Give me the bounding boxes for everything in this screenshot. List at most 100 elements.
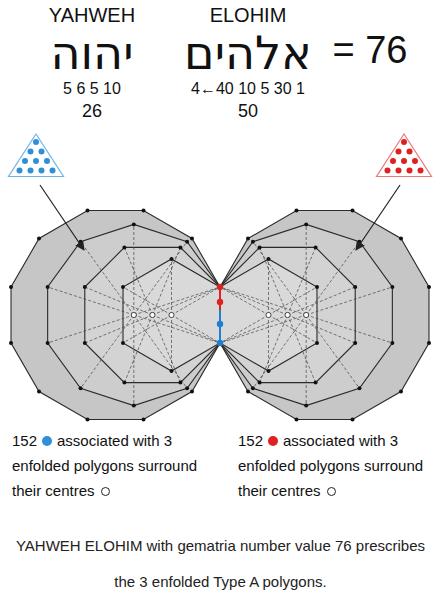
polygon [48, 224, 220, 405]
pointer-arrow [40, 185, 84, 250]
edge-dot [217, 321, 223, 327]
radius-line [152, 247, 180, 315]
letter-values: 4←40 10 5 30 1 [191, 80, 305, 98]
count-number: 152 [12, 432, 37, 449]
vertex-dot [357, 386, 361, 390]
vertex-dot [266, 257, 270, 261]
letter-values: 5 6 5 10 [63, 80, 121, 98]
polygon [85, 247, 220, 382]
radius-line [123, 315, 171, 343]
centre-dot [169, 312, 174, 317]
vertex-dot [46, 285, 50, 289]
radius-line [152, 315, 220, 343]
vertex-dot [399, 389, 403, 393]
radius-line [288, 287, 356, 315]
vertex-dot [142, 417, 146, 421]
vertex-dot [83, 341, 87, 345]
polygon [220, 247, 355, 382]
radius-line [268, 315, 316, 343]
edge-dot [217, 284, 223, 290]
centre-dot [285, 312, 290, 317]
vertex-dot [251, 386, 255, 390]
centre-dot [150, 312, 155, 317]
vertex-dot [246, 389, 250, 393]
enfolded-polygons [9, 209, 222, 422]
vertex-dot [170, 369, 174, 373]
vertex-dot [353, 341, 357, 345]
vertex-dot [185, 386, 189, 390]
note-text: associated with 3 enfolded polygons surr… [12, 432, 197, 499]
note-block: 152associated with 3 enfolded polygons s… [238, 428, 436, 503]
edge-dot [217, 340, 223, 346]
vertex-dot [304, 404, 308, 408]
vertex-dot [170, 257, 174, 261]
vertex-dot [178, 245, 182, 249]
radius-line [220, 315, 288, 343]
word-value: 50 [238, 102, 258, 122]
radius-line [306, 287, 392, 315]
vertex-dot [46, 341, 50, 345]
vertex-dot [9, 285, 13, 289]
radius-line [306, 242, 359, 315]
radius-line [260, 247, 288, 315]
vertex-dot [190, 237, 194, 241]
vertex-dot [37, 389, 41, 393]
radius-line [306, 224, 307, 315]
radius-line [253, 315, 306, 388]
vertex-dot [350, 417, 354, 421]
radius-line [172, 315, 220, 343]
vertex-dot [266, 369, 270, 373]
gematria-total: = 76 [332, 30, 407, 72]
tetractys [377, 134, 432, 177]
centre-dot [304, 312, 309, 317]
radius-line [220, 287, 268, 315]
vertex-dot [258, 245, 262, 249]
word-heading: ELOHIM [210, 4, 287, 26]
vertex-dot [190, 389, 194, 393]
word-value: 26 [82, 102, 102, 122]
radius-line [48, 315, 134, 343]
vertex-dot [294, 417, 298, 421]
vertex-dot [294, 209, 298, 213]
vertex-dot [427, 285, 431, 289]
caption: YAHWEH ELOHIM with gematria number value… [10, 528, 431, 600]
vertex-dot [86, 417, 90, 421]
hebrew-word: אלהים [184, 28, 312, 79]
vertex-dot [258, 381, 262, 385]
vertex-dot [315, 341, 319, 345]
radius-line [171, 259, 172, 315]
radius-line [171, 315, 172, 371]
centre-dot [131, 312, 136, 317]
red-edge [219, 287, 221, 310]
radius-line [268, 287, 316, 315]
radius-line [85, 287, 153, 315]
vertex-dot [178, 381, 182, 385]
vertex-dot [9, 341, 13, 345]
radius-line [124, 315, 152, 383]
polygon [220, 224, 392, 405]
radius-line [268, 259, 269, 315]
enfolded-polygons [218, 209, 431, 422]
polygon [123, 259, 220, 371]
radius-line [133, 315, 134, 406]
vertex-dot [390, 285, 394, 289]
vertex-dot [315, 285, 319, 289]
vertex-dot [121, 285, 125, 289]
vertex-dot [246, 237, 250, 241]
vertex-dot [314, 245, 318, 249]
polygon [220, 259, 317, 371]
radius-line [288, 315, 316, 383]
radius-line [306, 315, 359, 388]
polygon [220, 211, 429, 420]
radius-line [81, 315, 134, 388]
vertex-dot [122, 381, 126, 385]
note-block: 152associated with 3 enfolded polygons s… [12, 428, 217, 503]
pointer-arrow [356, 185, 400, 250]
vertex-dot [79, 386, 83, 390]
vertex-dot [37, 237, 41, 241]
radius-line [306, 315, 392, 343]
vertex-dot [350, 209, 354, 213]
vertex-dot [122, 245, 126, 249]
radius-line [134, 242, 187, 315]
vertex-dot [132, 222, 136, 226]
